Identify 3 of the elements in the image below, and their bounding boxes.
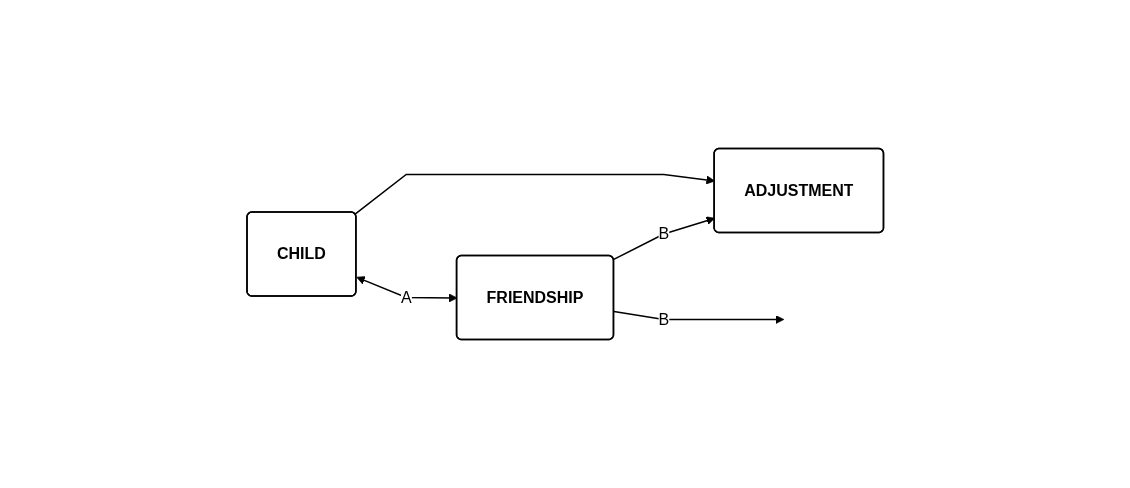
edge-label: A [400,288,412,306]
edge-label: B [658,225,669,242]
edge-label: B [658,310,669,328]
